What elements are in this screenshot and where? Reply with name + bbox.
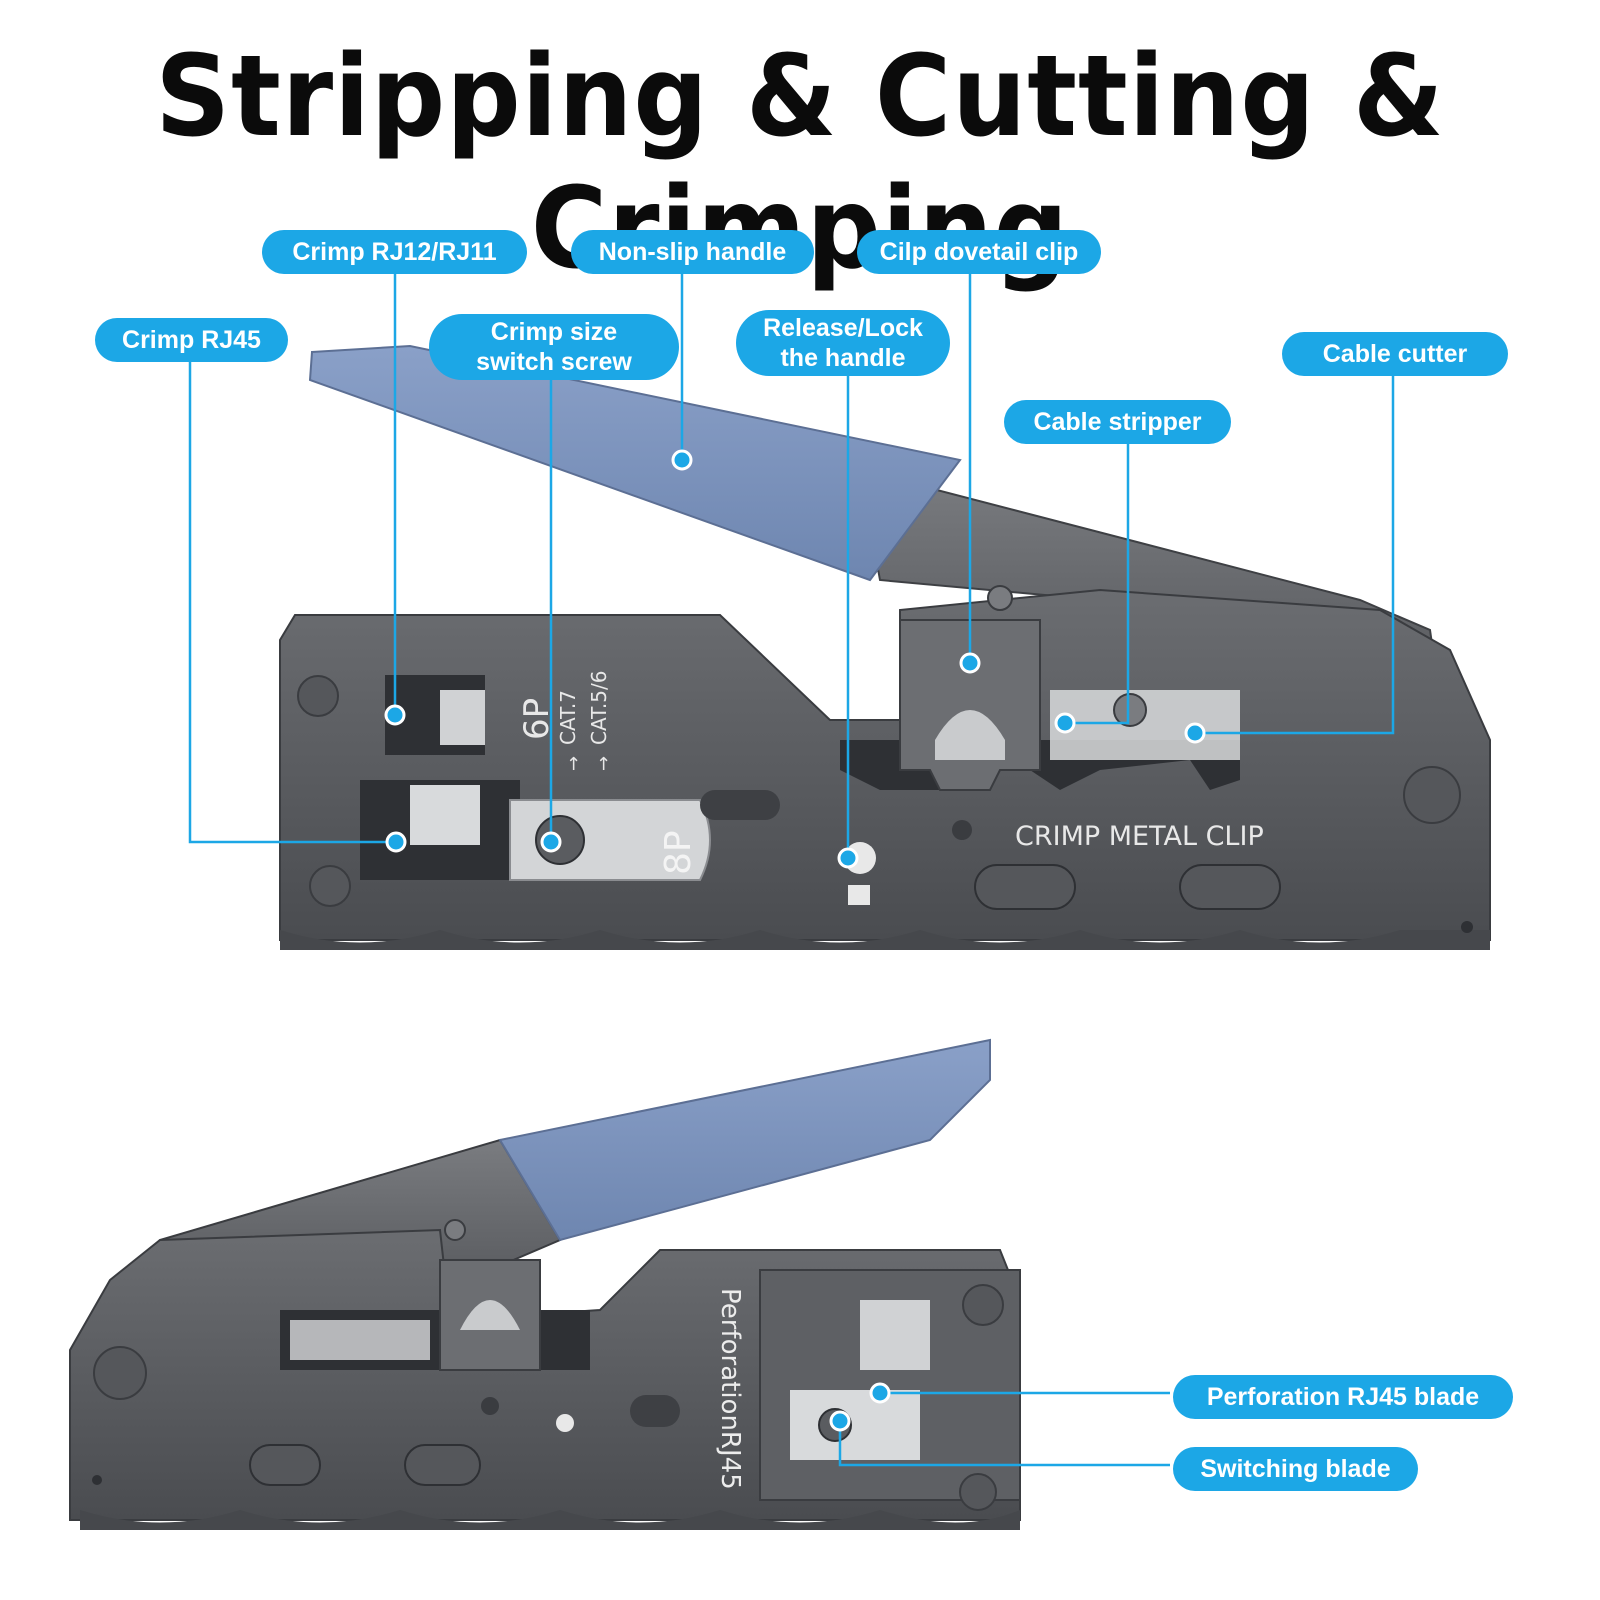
non-slip-handle[interactable] [308,344,962,582]
marking-cat7: CAT.7 [556,690,580,745]
dot-cutter [1184,722,1206,744]
dot-switching [829,1410,851,1432]
callout-crimp-rj45: Crimp RJ45 [95,318,288,362]
arrow-icon: ↑ [596,754,611,775]
dot-crimp-rj12 [384,704,406,726]
marking-cat56: CAT.5/6 [587,671,611,745]
callout-non-slip-handle: Non-slip handle [571,230,814,274]
marking-perforation-rj45: PerforationRJ45 [715,1288,745,1490]
dot-crimp-rj45 [385,831,407,853]
callout-switching-blade: Switching blade [1173,1447,1418,1491]
callout-crimp-size-screw: Crimp size switch screw [429,314,679,380]
dot-dovetail [959,652,981,674]
dot-handle [671,449,693,471]
leader-lines [188,263,1395,1467]
top-crimping-tool: 6P CAT.7 CAT.5/6 ↑ ↑ 8P CRIMP METAL CLIP [279,344,1491,950]
page-title: Stripping & Cutting & Crimping [155,30,1445,294]
dot-release [837,847,859,869]
bottom-crimping-tool: PerforationRJ45 [69,1038,1021,1530]
leader-dots [384,449,1206,1432]
callout-perforation-blade: Perforation RJ45 blade [1173,1375,1513,1419]
dot-perforation [869,1382,891,1404]
callout-crimp-rj12: Crimp RJ12/RJ11 [262,230,527,274]
arrow-icon: ↑ [566,754,581,775]
dot-screw [540,831,562,853]
callout-cable-stripper: Cable stripper [1004,400,1231,444]
marking-8p: 8P [658,830,699,875]
dot-stripper [1054,712,1076,734]
callout-release-lock: Release/Lock the handle [736,310,950,376]
callout-dovetail-clip: Cilp dovetail clip [857,230,1101,274]
callout-cable-cutter: Cable cutter [1282,332,1508,376]
marking-crimp-metal-clip: CRIMP METAL CLIP [1015,821,1264,852]
